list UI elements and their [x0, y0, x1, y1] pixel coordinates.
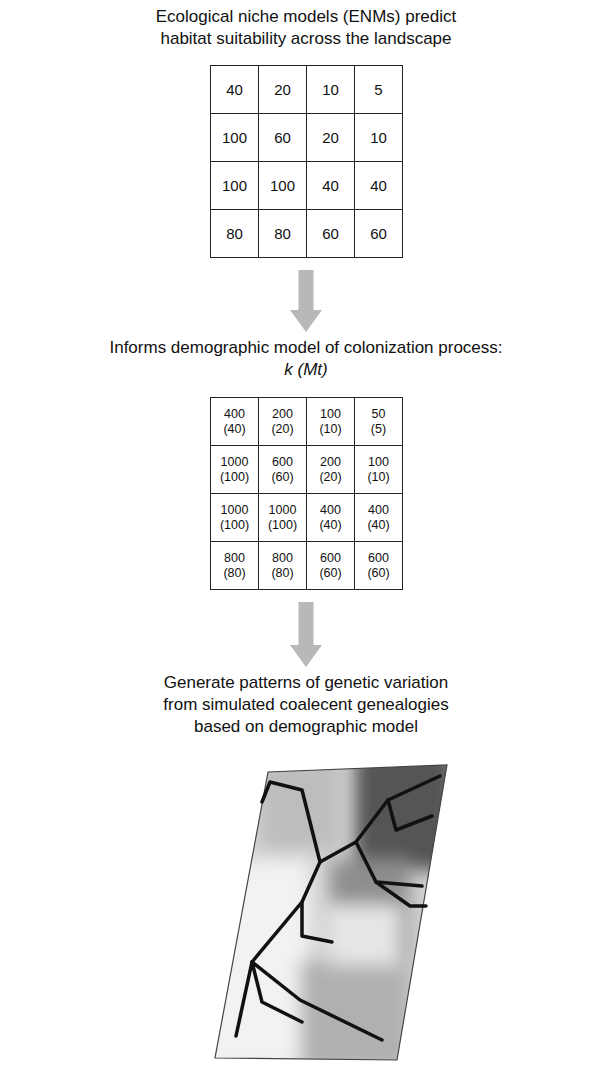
cell-value: 80 [274, 225, 291, 242]
cell-value: 200 (20) [271, 407, 293, 436]
tree-branch [252, 962, 382, 1040]
tree-branch [356, 842, 422, 886]
grid-cell: 100 [258, 161, 307, 210]
tree-branch [236, 782, 320, 1036]
landscape-outline [215, 765, 447, 1060]
shade-patch [300, 960, 410, 1066]
cell-value: 60 [370, 225, 387, 242]
landscape-illustration [200, 750, 455, 1066]
grid-cell: 1000 (100) [210, 445, 259, 494]
grid-cell: 20 [306, 113, 355, 162]
cell-value: 400 (40) [319, 503, 341, 532]
grid-cell: 50 (5) [354, 397, 403, 446]
grid-cell: 1000 (100) [258, 493, 307, 542]
grid-cell: 100 [210, 161, 259, 210]
cell-value: 20 [274, 81, 291, 98]
grid-cell: 100 (10) [354, 445, 403, 494]
heading-text: k (Mt) [56, 359, 556, 381]
cell-value: 40 [370, 177, 387, 194]
grid-cell: 80 [258, 209, 307, 258]
grid-cell: 5 [354, 65, 403, 114]
cell-value: 400 (40) [367, 503, 389, 532]
cell-value: 100 (10) [319, 407, 341, 436]
shade-patch [260, 760, 340, 850]
cell-value: 40 [322, 177, 339, 194]
grid-cell: 600 (60) [258, 445, 307, 494]
grid-panel: Informs demographic model of colonizatio… [56, 337, 556, 590]
grid-cell: 60 [306, 209, 355, 258]
genealogy-panel: Generate patterns of genetic variation f… [146, 672, 466, 739]
cell-value: 60 [322, 225, 339, 242]
tree-branch [252, 962, 302, 1022]
grid-cell: 60 [354, 209, 403, 258]
grid-cell: 20 [258, 65, 307, 114]
grid-cell: 400 (40) [210, 397, 259, 446]
cell-value: 600 (60) [319, 551, 341, 580]
genealogy-tree [236, 776, 440, 1040]
grid-cell: 400 (40) [306, 493, 355, 542]
cell-value: 80 [226, 225, 243, 242]
tree-branch [376, 882, 426, 906]
grid-cell: 400 (40) [354, 493, 403, 542]
grid-cell: 10 [306, 65, 355, 114]
cell-value: 40 [226, 81, 243, 98]
grid-cell: 40 [210, 65, 259, 114]
shade-patch [330, 905, 400, 965]
cell-value: 20 [322, 129, 339, 146]
cell-value: 50 (5) [371, 407, 386, 436]
cell-value: 10 [322, 81, 339, 98]
cell-value: 1000 (100) [220, 455, 249, 484]
grid-cell: 80 [210, 209, 259, 258]
tree-branch [388, 800, 432, 830]
cell-value: 5 [374, 81, 382, 98]
cell-value: 10 [370, 129, 387, 146]
heading-text: Informs demographic model of colonizatio… [56, 337, 556, 359]
grid-cell: 100 (10) [306, 397, 355, 446]
cell-value: 100 [222, 177, 247, 194]
grid-cell: 200 (20) [306, 445, 355, 494]
grid-cell: 600 (60) [306, 541, 355, 590]
tree-branch [302, 902, 332, 942]
grid-cell: 10 [354, 113, 403, 162]
grid-cell: 1000 (100) [210, 493, 259, 542]
grid-cell: 600 (60) [354, 541, 403, 590]
cell-value: 800 (80) [271, 551, 293, 580]
grid-cell: 200 (20) [258, 397, 307, 446]
grid-cell: 40 [354, 161, 403, 210]
cell-value: 60 [274, 129, 291, 146]
cell-value: 100 [222, 129, 247, 146]
cell-value: 600 (60) [271, 455, 293, 484]
grid-cell: 800 (80) [210, 541, 259, 590]
grid-cell: 40 [306, 161, 355, 210]
cell-value: 400 (40) [223, 407, 245, 436]
cell-value: 800 (80) [223, 551, 245, 580]
heading-text: Ecological niche models (ENMs) predict h… [141, 6, 471, 50]
cell-value: 600 (60) [367, 551, 389, 580]
grid-cell: 60 [258, 113, 307, 162]
cell-value: 1000 (100) [268, 503, 297, 532]
flow-arrow [299, 602, 314, 645]
grid-panel: Ecological niche models (ENMs) predict h… [141, 6, 471, 258]
flow-arrow [299, 270, 314, 310]
tree-branch [320, 776, 440, 862]
cell-value: 100 [270, 177, 295, 194]
grid-cell: 800 (80) [258, 541, 307, 590]
cell-value: 100 (10) [367, 455, 389, 484]
grid-cell: 100 [210, 113, 259, 162]
cell-value: 200 (20) [319, 455, 341, 484]
cell-value: 1000 (100) [220, 503, 249, 532]
heading-text: Generate patterns of genetic variation f… [147, 672, 465, 738]
